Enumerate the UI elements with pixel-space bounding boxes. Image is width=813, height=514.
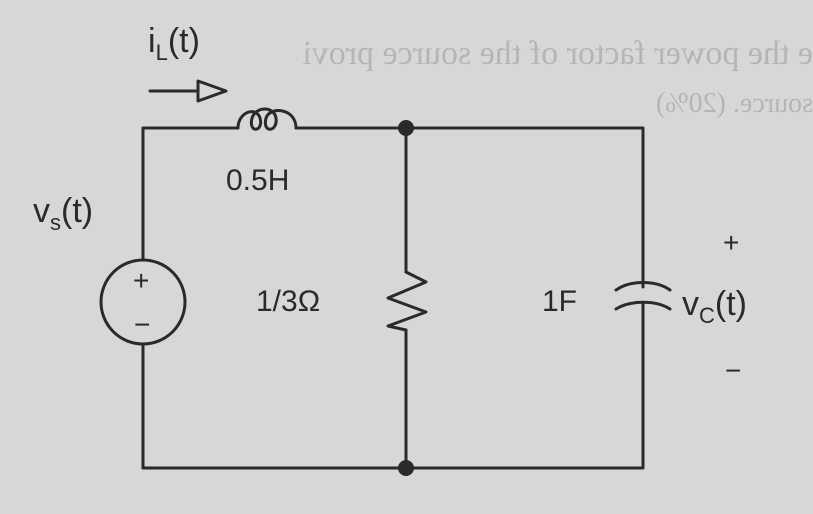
wire-top-right	[294, 126, 645, 284]
junction-bottom	[398, 460, 414, 476]
inductor-coil	[236, 107, 298, 131]
cap-voltage-plus-sign: +	[723, 227, 739, 258]
inductor-value-label: 0.5H	[226, 164, 289, 197]
bleed-line-2: source. (20%)	[656, 88, 813, 119]
cap-voltage-minus-sign: −	[725, 355, 741, 386]
cap-voltage-label: vC(t)	[682, 285, 747, 328]
source-voltage-label: vs(t)	[33, 192, 93, 235]
resistor-zigzag	[386, 270, 428, 332]
inductor-current-label: iL(t)	[148, 22, 200, 65]
voltage-source-circle	[99, 258, 187, 346]
current-arrow-head	[196, 79, 228, 103]
source-minus-sign: −	[134, 309, 150, 340]
bleed-through-text: e the power factor of the source provi s…	[302, 35, 813, 119]
junction-top	[398, 120, 414, 136]
source-plus-sign: +	[133, 265, 149, 296]
bleed-line-1: e the power factor of the source provi	[302, 35, 813, 72]
resistor-value-label: 1/3Ω	[256, 285, 320, 318]
wire-bottom	[141, 314, 645, 470]
capacitor-value-label: 1F	[542, 285, 577, 318]
